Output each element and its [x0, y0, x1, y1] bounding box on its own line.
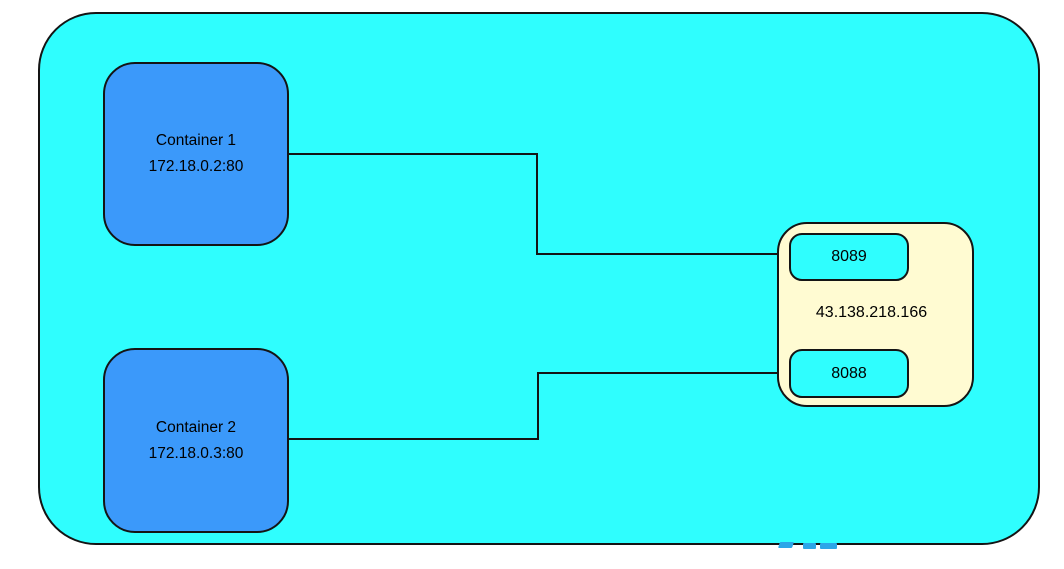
container1-name: Container 1: [155, 132, 237, 149]
watermark-dash: [778, 542, 794, 548]
host-ip-label: 43.138.218.166: [815, 304, 928, 321]
container1-address: 172.18.0.2:80: [148, 158, 244, 175]
port-8088-badge: 8088: [789, 349, 909, 398]
container1-node: Container 1 172.18.0.2:80: [103, 62, 289, 246]
port-8088-label: 8088: [831, 364, 867, 382]
container2-address: 172.18.0.3:80: [148, 444, 244, 462]
port-8089-badge: 8089: [789, 233, 909, 281]
port-8089-label: 8089: [831, 248, 867, 265]
container2-node: Container 2 172.18.0.3:80: [103, 348, 289, 533]
watermark-dash: [820, 543, 837, 549]
host-node: 8089 43.138.218.166 8088: [777, 222, 974, 407]
watermark-dash: [803, 543, 816, 549]
container2-name: Container 2: [155, 418, 237, 436]
